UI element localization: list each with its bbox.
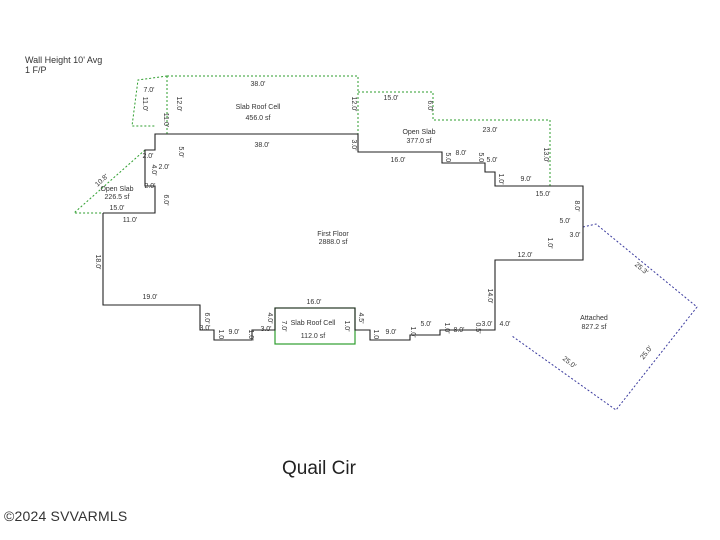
dimension-label: 9.0' [228, 329, 239, 336]
area-labels: Slab Roof Cell 456.0 sf Open Slab 377.0 … [100, 104, 607, 340]
dimension-label: 6.0' [162, 194, 169, 205]
area-size-slab-roof-top: 456.0 sf [246, 115, 271, 122]
area-size-first-floor: 2888.0 sf [319, 239, 348, 246]
dimension-label: 5.0' [486, 157, 497, 164]
floor-plan-sketch: Slab Roof Cell 456.0 sf Open Slab 377.0 … [72, 75, 698, 411]
dimension-label: 6.0' [426, 100, 433, 111]
dimension-label: 9.0' [520, 176, 531, 183]
area-name-first-floor: First Floor [317, 231, 349, 238]
dimension-label: 1.0' [372, 329, 379, 340]
dimension-label: 1.0' [217, 329, 224, 340]
dimension-labels: 7.0' 38.0' 15.0' 23.0' 38.0' 16.0' 8.0' … [110, 81, 581, 336]
wall-height-note: Wall Height 10' Avg [25, 55, 103, 65]
area-name-slab-roof-bottom: Slab Roof Cell [291, 320, 336, 327]
open-slab-left-outline [131, 75, 168, 127]
dimension-label: 3.0' [260, 326, 271, 333]
dimension-label: 25.0' [561, 355, 577, 370]
dimension-label: 16.0' [307, 299, 322, 306]
dimension-label: 4.5' [357, 312, 364, 323]
dimension-label: 4.0' [150, 164, 157, 175]
area-name-open-slab-right: Open Slab [402, 129, 435, 136]
dimension-label: 8.0' [453, 327, 464, 334]
dimension-label: 15.0' [384, 95, 399, 102]
dimension-label: 12.0' [518, 252, 533, 259]
dimension-label: 2.0' [144, 183, 155, 190]
dimension-label: 5.0' [420, 321, 431, 328]
dimension-label: 12.0' [350, 97, 357, 112]
dimension-label: 1.0' [343, 320, 350, 331]
dimension-label: 13.0' [542, 148, 549, 163]
dimension-label: 8.0' [455, 150, 466, 157]
dimension-label: 38.0' [251, 81, 266, 88]
dimension-label: 1.0' [409, 326, 416, 337]
dimension-label: 11.0' [162, 113, 169, 127]
dimension-label: 6.0' [203, 312, 210, 323]
dimension-label: 1.0' [443, 322, 450, 333]
dimension-label: 3.0' [481, 321, 492, 328]
area-size-open-slab-left: 226.5 sf [105, 194, 130, 201]
attached-garage-outline [511, 223, 698, 411]
dimension-label: 5.0' [444, 152, 451, 163]
open-slab-right-outline [358, 91, 551, 186]
dimension-label: 19.0' [143, 294, 158, 301]
dimension-label: 16.0' [391, 157, 406, 164]
dimension-label: 4.0' [266, 312, 273, 323]
dimension-label: 15.0' [536, 191, 551, 198]
street-name: Quail Cir [282, 458, 356, 479]
dimension-label: 9.0' [385, 329, 396, 336]
dimension-label: 0.5' [474, 322, 481, 333]
dimension-label: 18.0' [94, 255, 101, 270]
dimension-label: 38.0' [255, 142, 270, 149]
dimension-label: 3.0' [569, 232, 580, 239]
dimension-label: 23.0' [483, 127, 498, 134]
dimension-label: 5.0' [559, 218, 570, 225]
dimension-label: 8.0' [573, 200, 580, 211]
dimension-label: 3.0' [350, 139, 357, 150]
area-size-slab-roof-bottom: 112.0 sf [301, 333, 325, 340]
dimension-label: 3.0' [199, 325, 210, 332]
area-size-attached: 827.2 sf [582, 324, 607, 331]
dimension-label: 11.0' [141, 97, 148, 111]
dimension-label: 4.0' [499, 321, 510, 328]
dimension-label: 11.0' [123, 217, 137, 224]
dimension-label: 15.0' [110, 205, 125, 212]
dimension-label: 1.0' [247, 329, 254, 340]
fireplace-note: 1 F/P [25, 65, 47, 75]
dimension-label: 5.0' [477, 152, 484, 163]
dimension-label: 14.0' [486, 289, 493, 304]
dimension-label: 12.0' [175, 97, 182, 112]
area-name-open-slab-left: Open Slab [100, 186, 133, 193]
dimension-label: 7.0' [143, 87, 154, 94]
area-name-attached: Attached [580, 315, 608, 322]
dimension-label: 1.0' [546, 237, 553, 248]
dimension-label: 2.0' [142, 153, 153, 160]
first-floor-outline [102, 133, 584, 341]
copyright-watermark: ©2024 SVVARMLS [4, 508, 128, 524]
dimension-label: 1.0' [497, 173, 504, 184]
open-slab-left-outline-lower [72, 149, 146, 214]
area-name-slab-roof-top: Slab Roof Cell [236, 104, 281, 111]
dimension-label: 2.0' [158, 164, 169, 171]
area-size-open-slab-right: 377.0 sf [407, 138, 432, 145]
dimension-label: 25.0' [639, 345, 654, 361]
dimension-label: 25.3' [633, 261, 649, 276]
dimension-label: 7.0' [280, 320, 287, 331]
dimension-label: 5.0' [177, 146, 184, 157]
